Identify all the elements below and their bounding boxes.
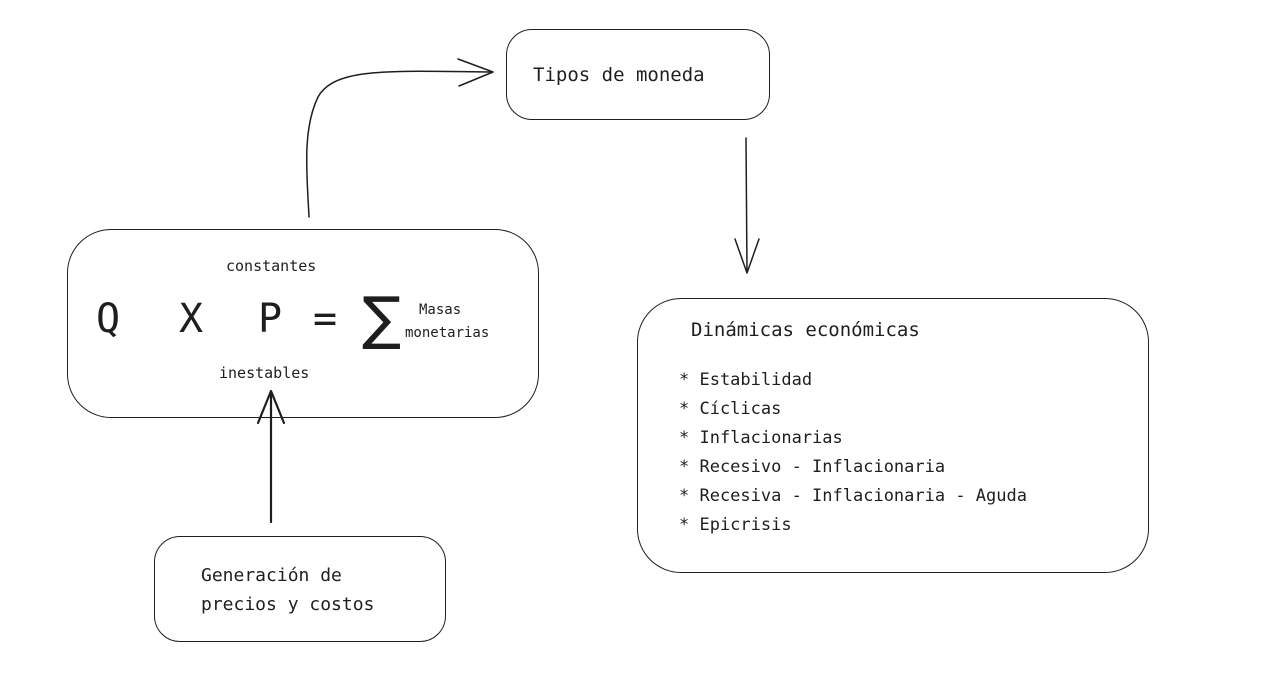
arrowhead-formula-to-tipos [457,58,494,87]
arrow-tipos-to-dinamicas [745,137,748,273]
node-tipos-label: Tipos de moneda [533,64,705,86]
node-generacion [154,536,446,642]
formula-note-constantes: constantes [226,257,317,275]
formula-p: P [258,296,283,342]
node-tipos-de-moneda [506,29,770,120]
formula-note-inestables: inestables [219,364,310,382]
list-item: * Cíclicas [679,399,782,419]
formula-sigma-label-line2: monetarias [405,325,490,341]
arrow-formula-to-tipos [305,70,493,218]
list-item: * Recesiva - Inflacionaria - Aguda [679,486,1027,506]
formula-equals: = [313,296,338,342]
node-formula [67,229,539,418]
list-item: * Estabilidad [679,370,813,390]
node-generacion-line2: precios y costos [201,594,375,615]
arrowhead-generacion-to-formula [256,389,286,425]
node-generacion-line1: Generación de [201,565,342,586]
list-item: * Recesivo - Inflacionaria [679,457,946,477]
formula-sigma-label-line1: Masas [419,302,462,318]
formula-x: X [179,296,204,342]
formula-sigma: ∑ [362,284,402,352]
formula-q: Q [96,296,121,342]
list-item: * Inflacionarias [679,428,843,448]
node-dinamicas-title: Dinámicas económicas [691,319,920,341]
node-dinamicas-economicas [637,298,1149,573]
list-item: * Epicrisis [679,515,792,535]
arrowhead-tipos-to-dinamicas [734,238,760,274]
